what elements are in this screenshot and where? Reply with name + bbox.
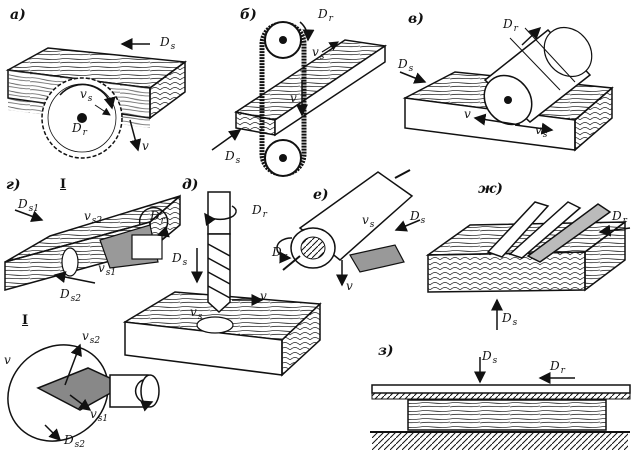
panel-a-vs-label: vs — [80, 87, 93, 104]
panel-f-end-mill — [276, 169, 421, 287]
panel-b-letter: б) — [240, 7, 257, 23]
panel-c-ds-label: Ds — [398, 57, 414, 74]
drill-shank — [207, 191, 231, 235]
panel-a-ds-label: Ds — [160, 35, 176, 52]
detail-I-cutter-closeup — [7, 343, 160, 442]
panel-g-letter: ж) — [478, 181, 503, 197]
panel-b-ds-label: Ds — [225, 149, 241, 166]
panel-g-planer-knives — [425, 201, 631, 330]
panel-h-letter: з) — [378, 343, 394, 359]
knife-1 — [486, 201, 550, 258]
workpiece-board — [407, 399, 607, 431]
panel-e-letter: д) — [182, 177, 199, 193]
panel-e-vs-label: vs — [190, 305, 203, 322]
panel-f-letter: е) — [313, 187, 329, 203]
panel-f-ds-label: Ds — [410, 209, 426, 226]
panel-d-letter: г) — [6, 177, 21, 193]
panel-f-dr-label: Dr — [272, 245, 287, 262]
panel-c-v-label: v — [464, 107, 471, 121]
panel-h-ds-label: Ds — [482, 349, 498, 366]
cutting-circle — [7, 344, 109, 442]
abrasive-belt — [371, 384, 631, 394]
panel-d-vs2-label: vs2 — [84, 209, 103, 226]
panel-g-dr-label: Dr — [612, 209, 627, 226]
panel-d-ds2-label: Ds2 — [60, 287, 81, 304]
panel-a-dr-label: Dr — [72, 121, 87, 138]
panel-c-vs-label: vs — [535, 123, 548, 140]
panel-b-band-saw — [211, 21, 388, 177]
panel-h-sanding — [370, 357, 631, 450]
detail-vs2-label: vs2 — [82, 329, 101, 346]
panel-e-ds-label: Ds — [172, 251, 188, 268]
panel-b-v-label: v — [290, 91, 297, 105]
panel-d-dr-label: Dr — [150, 209, 165, 226]
knife-2 — [508, 201, 582, 259]
panel-c-letter: в) — [408, 11, 424, 27]
workpiece — [349, 244, 405, 273]
board-end — [149, 60, 186, 120]
detail-vs1-label: vs1 — [90, 407, 109, 424]
panel-b-vs-label: vs — [312, 45, 325, 62]
panel-d-ds1-label: Ds1 — [18, 197, 39, 214]
panel-h-dr-label: Dr — [550, 359, 565, 376]
detail-ds2-label: Ds2 — [64, 433, 85, 450]
panel-f-vs-label: vs — [362, 213, 375, 230]
panel-g-ds-label: Ds — [502, 311, 518, 328]
detail-I-title: I — [22, 313, 29, 328]
panel-f-v-label: v — [346, 279, 353, 293]
detail-v-label: v — [4, 353, 11, 367]
panel-b-dr-label: Dr — [318, 7, 333, 24]
panel-e-drill — [122, 191, 322, 377]
panel-a-v-label: v — [142, 139, 149, 153]
knife-3 — [526, 203, 612, 263]
panel-d-detail-marker: I — [60, 177, 67, 192]
panel-d-vs1-label: vs1 — [98, 261, 117, 278]
panel-a-letter: а) — [10, 7, 26, 23]
drill-hole — [196, 316, 234, 334]
panel-a-circular-saw — [5, 38, 187, 159]
panel-e-dr-label: Dr — [252, 203, 267, 220]
panel-e-v-label: v — [260, 289, 267, 303]
panel-c-dr-label: Dr — [503, 17, 518, 34]
saw-arbor — [77, 113, 87, 123]
panel-c-cylinder-cutter — [399, 26, 614, 152]
panel-d-slot-cutter — [4, 194, 181, 291]
